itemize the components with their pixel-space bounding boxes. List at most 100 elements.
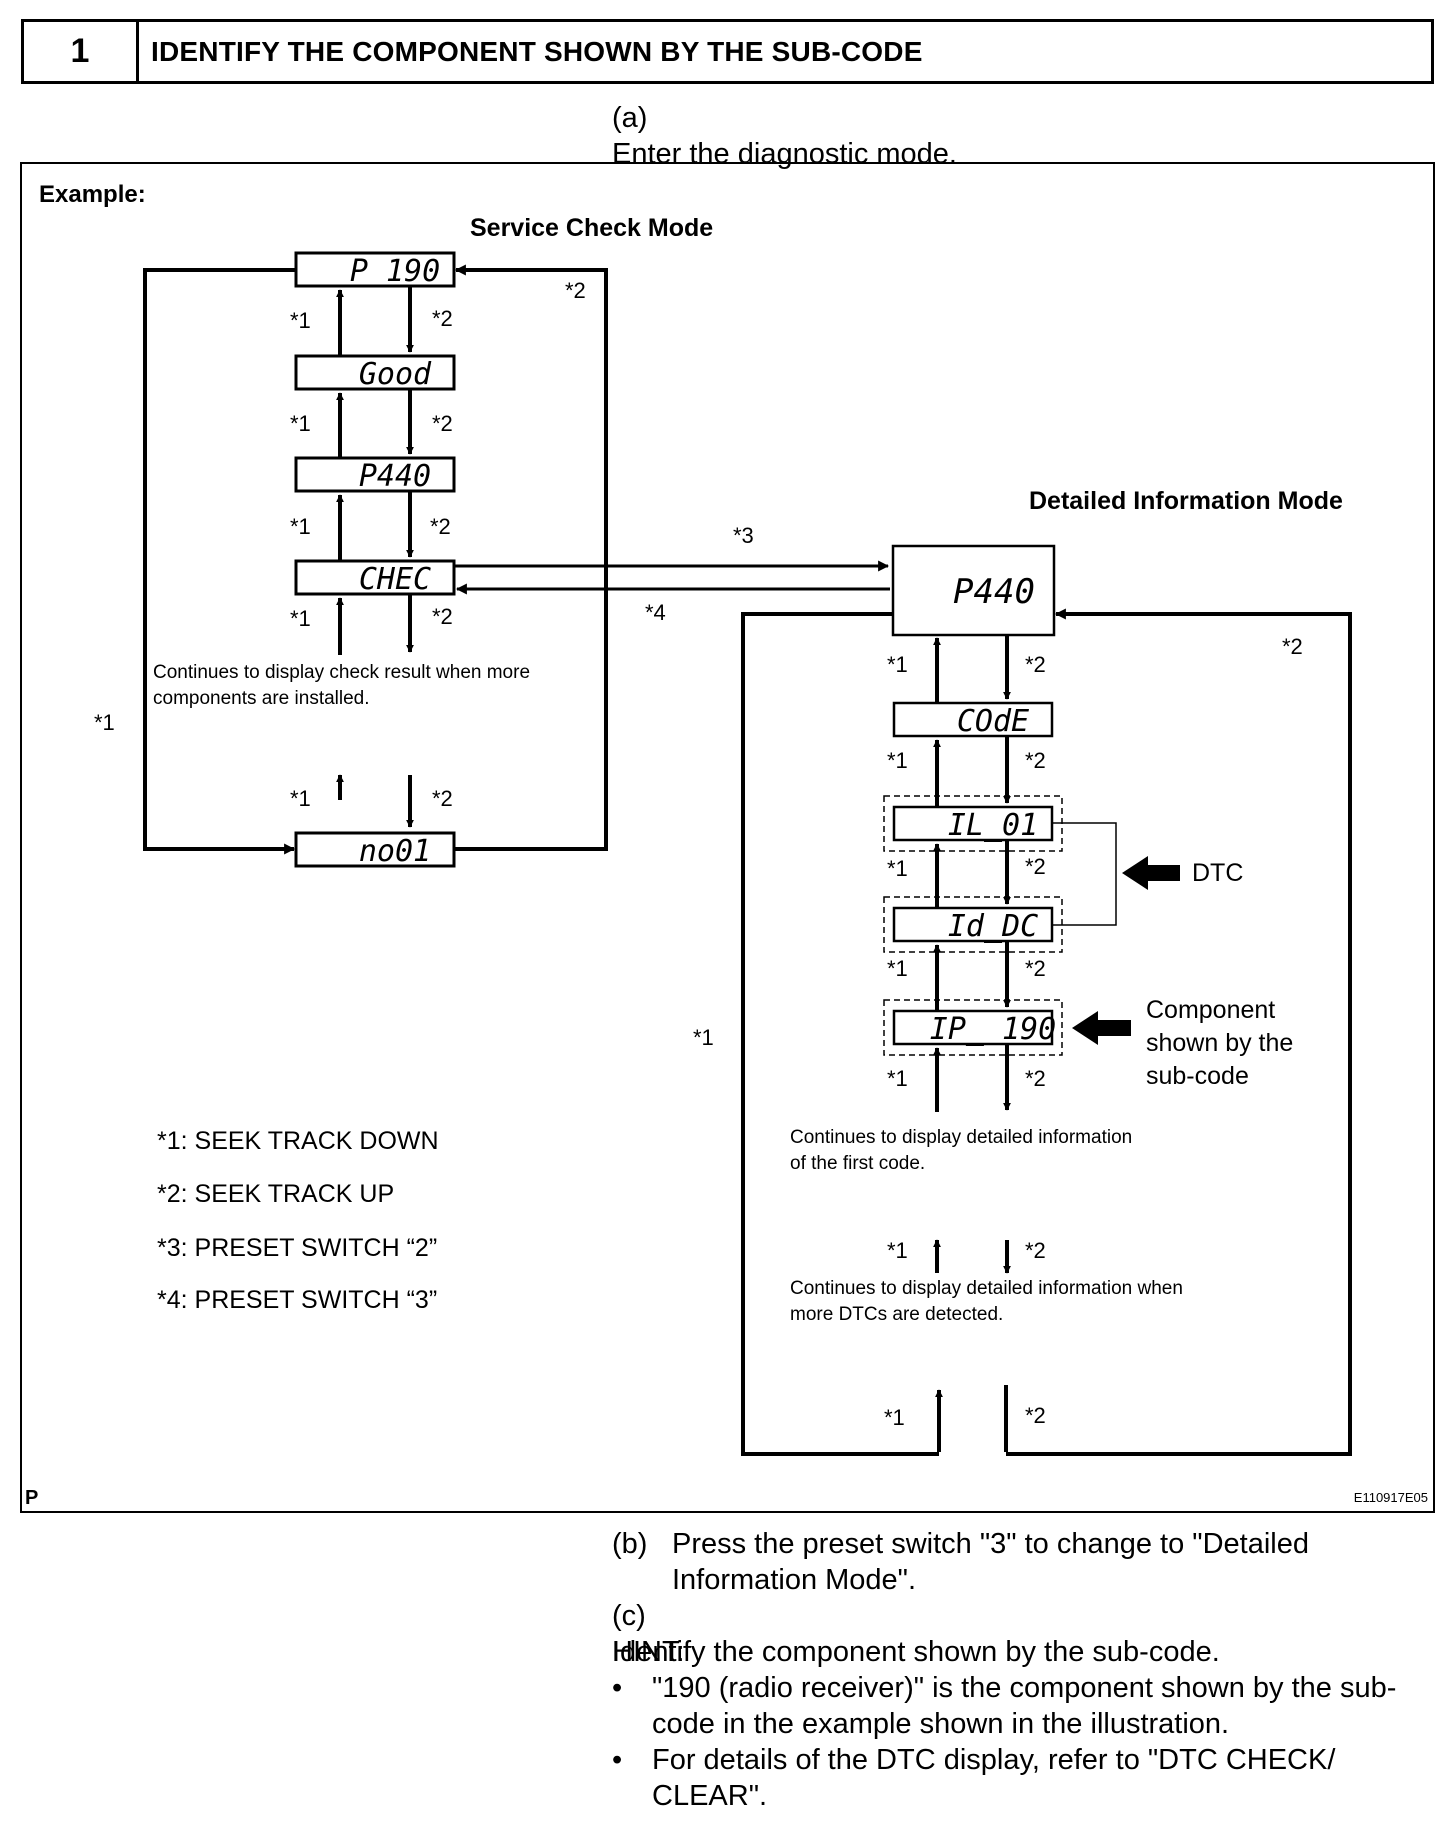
- detail-note1-line2: of the first code.: [790, 1153, 925, 1174]
- legend-item: *1: SEEK TRACK DOWN: [157, 1127, 439, 1155]
- mode-switch-arrows: [455, 560, 890, 595]
- bullet-dot: •: [612, 1744, 623, 1776]
- hint-text: "190 (radio receiver)" is the component …: [652, 1672, 1397, 1740]
- lcd-box-il01: [892, 805, 1054, 842]
- example-label: Example:: [39, 181, 146, 208]
- lcd-box-p440: [294, 456, 456, 493]
- lcd-no01: no01: [359, 834, 431, 869]
- lcd-box-no01: [294, 831, 456, 868]
- mark-1: *1: [290, 411, 311, 436]
- lcd-box-p190: [294, 251, 456, 288]
- lcd-detail-p440: P440: [953, 572, 1035, 612]
- step-number: 1: [24, 22, 139, 81]
- figure-id: E110917E05: [1354, 1490, 1428, 1505]
- mark-1: *1: [693, 1025, 714, 1050]
- mark-2: *2: [432, 786, 453, 811]
- step-a: (a) Enter the diagnostic mode.: [612, 100, 1456, 172]
- mark-1: *1: [887, 956, 908, 981]
- mark-1: *1: [887, 1066, 908, 1091]
- corner-letter: P: [25, 1487, 38, 1509]
- legend-item: *2: SEEK TRACK UP: [157, 1180, 394, 1208]
- detailed-display-boxes: [891, 544, 1056, 1046]
- dtc-label: DTC: [1192, 859, 1243, 887]
- lcd-box-ip190: [892, 1009, 1054, 1046]
- lcd-box-chec: [294, 559, 456, 596]
- mark-2: *2: [1025, 1066, 1046, 1091]
- mark-2: *2: [430, 514, 451, 539]
- mark-2: *2: [565, 278, 586, 303]
- component-label-line2: shown by the: [1146, 1029, 1293, 1057]
- detail-note2-line2: more DTCs are detected.: [790, 1304, 1003, 1325]
- service-display-boxes: [294, 251, 456, 868]
- component-label-line3: sub-code: [1146, 1062, 1249, 1090]
- mark-2: *2: [1025, 1403, 1046, 1428]
- figure-frame: [20, 162, 1435, 1513]
- lcd-p440: P440: [359, 459, 431, 494]
- service-marks: *1 *2 *2 *1 *2 *1 *2 *1 *2 *1 *1 *2 *3 *…: [94, 278, 754, 811]
- service-loop-lines: [143, 264, 608, 855]
- lcd-p190: P 190: [350, 254, 440, 289]
- mark-1: *1: [290, 308, 311, 333]
- detail-note1-line1: Continues to display detailed informatio…: [790, 1127, 1132, 1148]
- mark-2: *2: [432, 411, 453, 436]
- step-c-label: (c): [612, 1600, 646, 1632]
- hint-text: For details of the DTC display, refer to…: [652, 1744, 1336, 1812]
- detailed-arrows: [933, 636, 1011, 1452]
- step-b-text: Press the preset switch "3" to change to…: [672, 1528, 1309, 1596]
- lcd-il01: IL_01: [948, 808, 1038, 843]
- legend-item: *3: PRESET SWITCH “2”: [157, 1234, 437, 1262]
- detailed-mode-title: Detailed Information Mode: [1029, 487, 1343, 515]
- mark-1: *1: [290, 606, 311, 631]
- hint-item: • "190 (radio receiver)" is the componen…: [612, 1670, 1432, 1742]
- service-arrows: [336, 287, 414, 828]
- detailed-loop-lines: [741, 608, 1352, 1456]
- lcd-iddc: Id_DC: [948, 909, 1038, 944]
- hint-label: HINT:: [612, 1636, 685, 1668]
- mark-1: *1: [290, 514, 311, 539]
- step-c: (c) Identify the component shown by the s…: [612, 1598, 1456, 1670]
- dtc-arrow: [1122, 856, 1180, 890]
- mark-2: *2: [1025, 1238, 1046, 1263]
- service-mode-title: Service Check Mode: [470, 214, 713, 242]
- legend-item: *4: PRESET SWITCH “3”: [157, 1286, 437, 1314]
- step-b-label: (b): [612, 1528, 648, 1560]
- service-note-line2: components are installed.: [153, 688, 370, 709]
- bullet-dot: •: [612, 1672, 623, 1704]
- step-c-text: Identify the component shown by the sub-…: [612, 1636, 1220, 1668]
- lcd-box-code: [892, 701, 1054, 738]
- dtc-bracket: [1052, 822, 1117, 926]
- mark-1: *1: [887, 1238, 908, 1263]
- step-header: 1 IDENTIFY THE COMPONENT SHOWN BY THE SU…: [21, 19, 1434, 84]
- mark-2: *2: [432, 604, 453, 629]
- lcd-good: Good: [359, 357, 432, 392]
- component-arrow: [1072, 1011, 1131, 1045]
- component-label-line1: Component: [1146, 996, 1275, 1024]
- mark-2: *2: [1025, 854, 1046, 879]
- mark-1: *1: [887, 652, 908, 677]
- lcd-chec: CHEC: [359, 562, 431, 597]
- mark-2: *2: [432, 306, 453, 331]
- block-arrows: [1072, 856, 1180, 1045]
- mark-2: *2: [1025, 652, 1046, 677]
- lcd-code: COdE: [957, 704, 1029, 739]
- mark-1: *1: [94, 710, 115, 735]
- mark-4: *4: [645, 600, 666, 625]
- step-a-label: (a): [612, 102, 648, 134]
- mark-2: *2: [1025, 748, 1046, 773]
- service-note-line1: Continues to display check result when m…: [153, 662, 530, 683]
- step-a-text: Enter the diagnostic mode.: [612, 138, 957, 170]
- mark-1: *1: [884, 1405, 905, 1430]
- step-b: (b) Press the preset switch "3" to change…: [612, 1526, 1372, 1598]
- hint-item: • For details of the DTC display, refer …: [612, 1742, 1432, 1814]
- detail-note2-line1: Continues to display detailed informatio…: [790, 1278, 1183, 1299]
- mark-1: *1: [887, 748, 908, 773]
- detailed-marks: *1 *2 *2 *1 *2 *1 *2 *1 *2 *1 *1 *2 *1 *…: [693, 634, 1303, 1430]
- mark-1: *1: [290, 786, 311, 811]
- lcd-box-detail-p440: [891, 544, 1056, 637]
- step-title: IDENTIFY THE COMPONENT SHOWN BY THE SUB-…: [151, 35, 923, 67]
- mark-2: *2: [1282, 634, 1303, 659]
- lcd-ip190: IP_ 190: [930, 1012, 1056, 1047]
- mark-1: *1: [887, 856, 908, 881]
- mark-3: *3: [733, 523, 754, 548]
